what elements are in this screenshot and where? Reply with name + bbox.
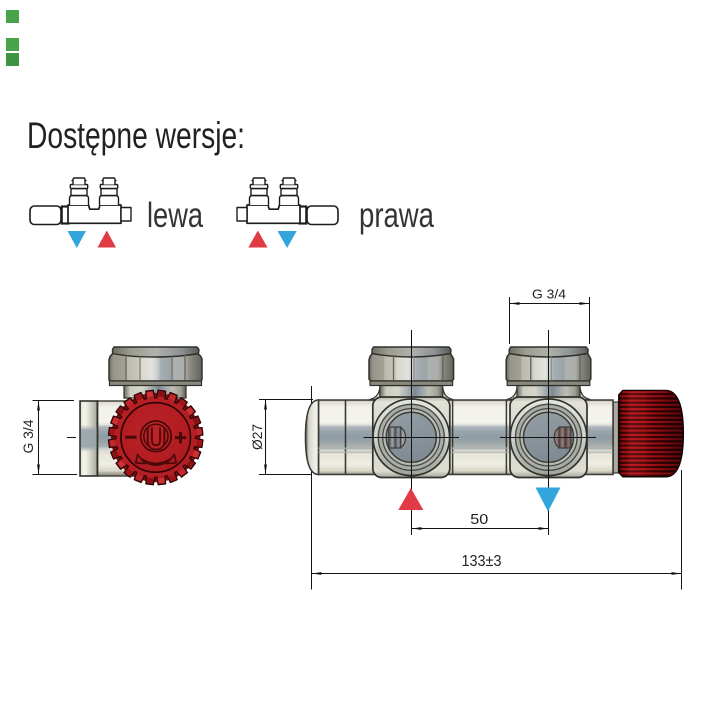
svg-text:prawa: prawa	[359, 196, 434, 235]
svg-text:G 3/4: G 3/4	[532, 287, 566, 302]
svg-text:133±3: 133±3	[462, 553, 502, 570]
svg-text:50: 50	[470, 512, 488, 528]
svg-text:Ø27: Ø27	[249, 424, 265, 450]
svg-text:lewa: lewa	[147, 196, 203, 235]
svg-text:Dostępne wersje:: Dostępne wersje:	[27, 114, 245, 156]
svg-text:G 3/4: G 3/4	[20, 419, 36, 453]
